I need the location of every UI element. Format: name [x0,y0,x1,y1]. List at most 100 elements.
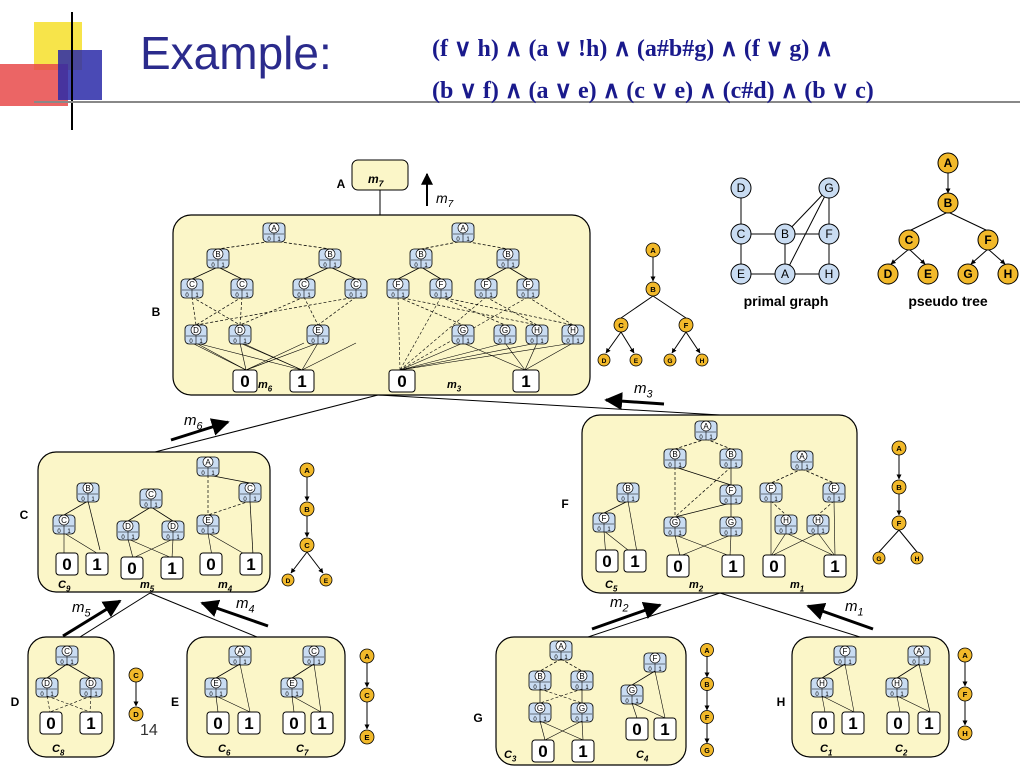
edge [817,500,835,516]
node-value-0: 0 [121,535,125,541]
node-value-0: 0 [779,529,783,535]
node-value-0: 0 [391,293,395,299]
primal-graph-node-letter: A [781,267,789,281]
node-variable-letter: A [703,422,709,431]
edge [898,529,918,553]
node-value-0: 0 [209,692,213,698]
pseudo-node-H [957,725,973,741]
node-value-0: 0 [297,293,301,299]
node-variable-circle [435,278,447,290]
cluster-d-c8-label: C8 [52,743,65,757]
node-variable-circle [186,278,198,290]
pseudo-node-D [597,353,611,367]
edge-b-f [377,394,721,416]
message-m2-arrow [591,601,662,631]
node-variable-letter: D [88,679,94,688]
pseudo-tree-edge [908,248,926,265]
edge [674,534,731,557]
slide-decoration [0,12,1020,130]
node-variable-letter: B [537,672,542,681]
edge [631,670,656,686]
node-value-1: 1 [195,293,199,299]
node-value-0: 0 [724,499,728,505]
pseudo-tree-node-letter: E [924,267,932,281]
pseudo-node-letter: F [705,714,710,722]
primal-graph-edge [784,187,830,275]
pseudo-node-letter: E [364,733,369,742]
node-variable-letter: F [602,514,607,523]
message-m1-label: m1 [845,598,864,619]
cluster-b-box [172,214,591,396]
deco-red-bar [0,64,68,106]
node-variable-letter: F [396,280,401,289]
node-variable-letter: B [215,250,220,259]
cluster-label-h: H [777,695,786,709]
cluster-f-m2-label: m2 [689,579,704,593]
terminal-value: 1 [728,557,737,576]
edge-f-h [719,592,861,638]
edge [317,296,357,326]
edge [46,695,91,713]
node-value-0: 0 [456,339,460,345]
node-variable-letter: H [783,516,789,525]
node-variable-letter: H [819,679,825,688]
node-value-1: 1 [321,339,325,345]
edge [171,538,174,559]
node-variable-circle [480,278,492,290]
node-value-0: 0 [668,463,672,469]
node-variable-letter: G [629,686,635,695]
node-variable-letter: E [205,516,210,525]
node-variable-circle [122,520,134,532]
edge [245,342,305,371]
edge [603,500,629,514]
pseudo-tree-node-B [937,192,959,214]
pseudo-node-letter: B [704,681,709,689]
pseudo-node-E [319,573,333,587]
cluster-label-d: D [11,695,20,709]
terminal-value: 0 [46,714,55,733]
terminal-value: 0 [397,372,406,391]
node-variable-letter: D [170,522,176,531]
node-value-0: 0 [166,535,170,541]
edge [301,342,319,371]
node-variable-circle [234,645,246,657]
node-value-1: 1 [825,692,829,698]
edge [215,695,251,713]
node-value-0: 0 [498,339,502,345]
terminal-m2-0 [666,554,690,578]
node-value-0: 0 [533,717,537,723]
node-variable-circle [61,645,73,657]
node-value-0: 0 [267,237,271,243]
node-variable-letter: H [570,326,576,335]
terminal-value: 1 [848,714,857,733]
edge [303,296,319,326]
node-variable-letter: F [439,280,444,289]
terminal-c6-1 [237,711,261,735]
deco-blue-square [58,50,102,100]
cluster-h-c1-label: C1 [820,743,832,757]
node-value-0: 0 [533,685,537,691]
cluster-label-c: C [20,508,29,522]
node-variable-letter: C [247,484,253,493]
node-variable-letter: E [315,326,320,335]
message-m6-arrow [170,418,230,442]
edge [817,532,836,557]
pseudo-tree-node-H [997,263,1019,285]
edge [63,532,101,556]
node-value-0: 0 [575,717,579,723]
node-variable-letter: F [832,484,837,493]
node-value-1: 1 [131,535,135,541]
terminal-value: 1 [578,742,587,761]
node-variable-circle [598,512,610,524]
node-variable-letter: C [189,280,195,289]
pseudo-node-letter: C [304,541,310,550]
node-variable-circle [457,324,469,336]
node-variable-circle [531,324,543,336]
node-value-1: 1 [219,692,223,698]
cluster-h-c2-label: C2 [895,743,908,757]
pseudo-node-letter: A [896,444,902,453]
node-value-0: 0 [575,685,579,691]
terminal-value: 1 [830,557,839,576]
pseudo-node-letter: A [650,246,656,255]
edge [674,438,707,450]
